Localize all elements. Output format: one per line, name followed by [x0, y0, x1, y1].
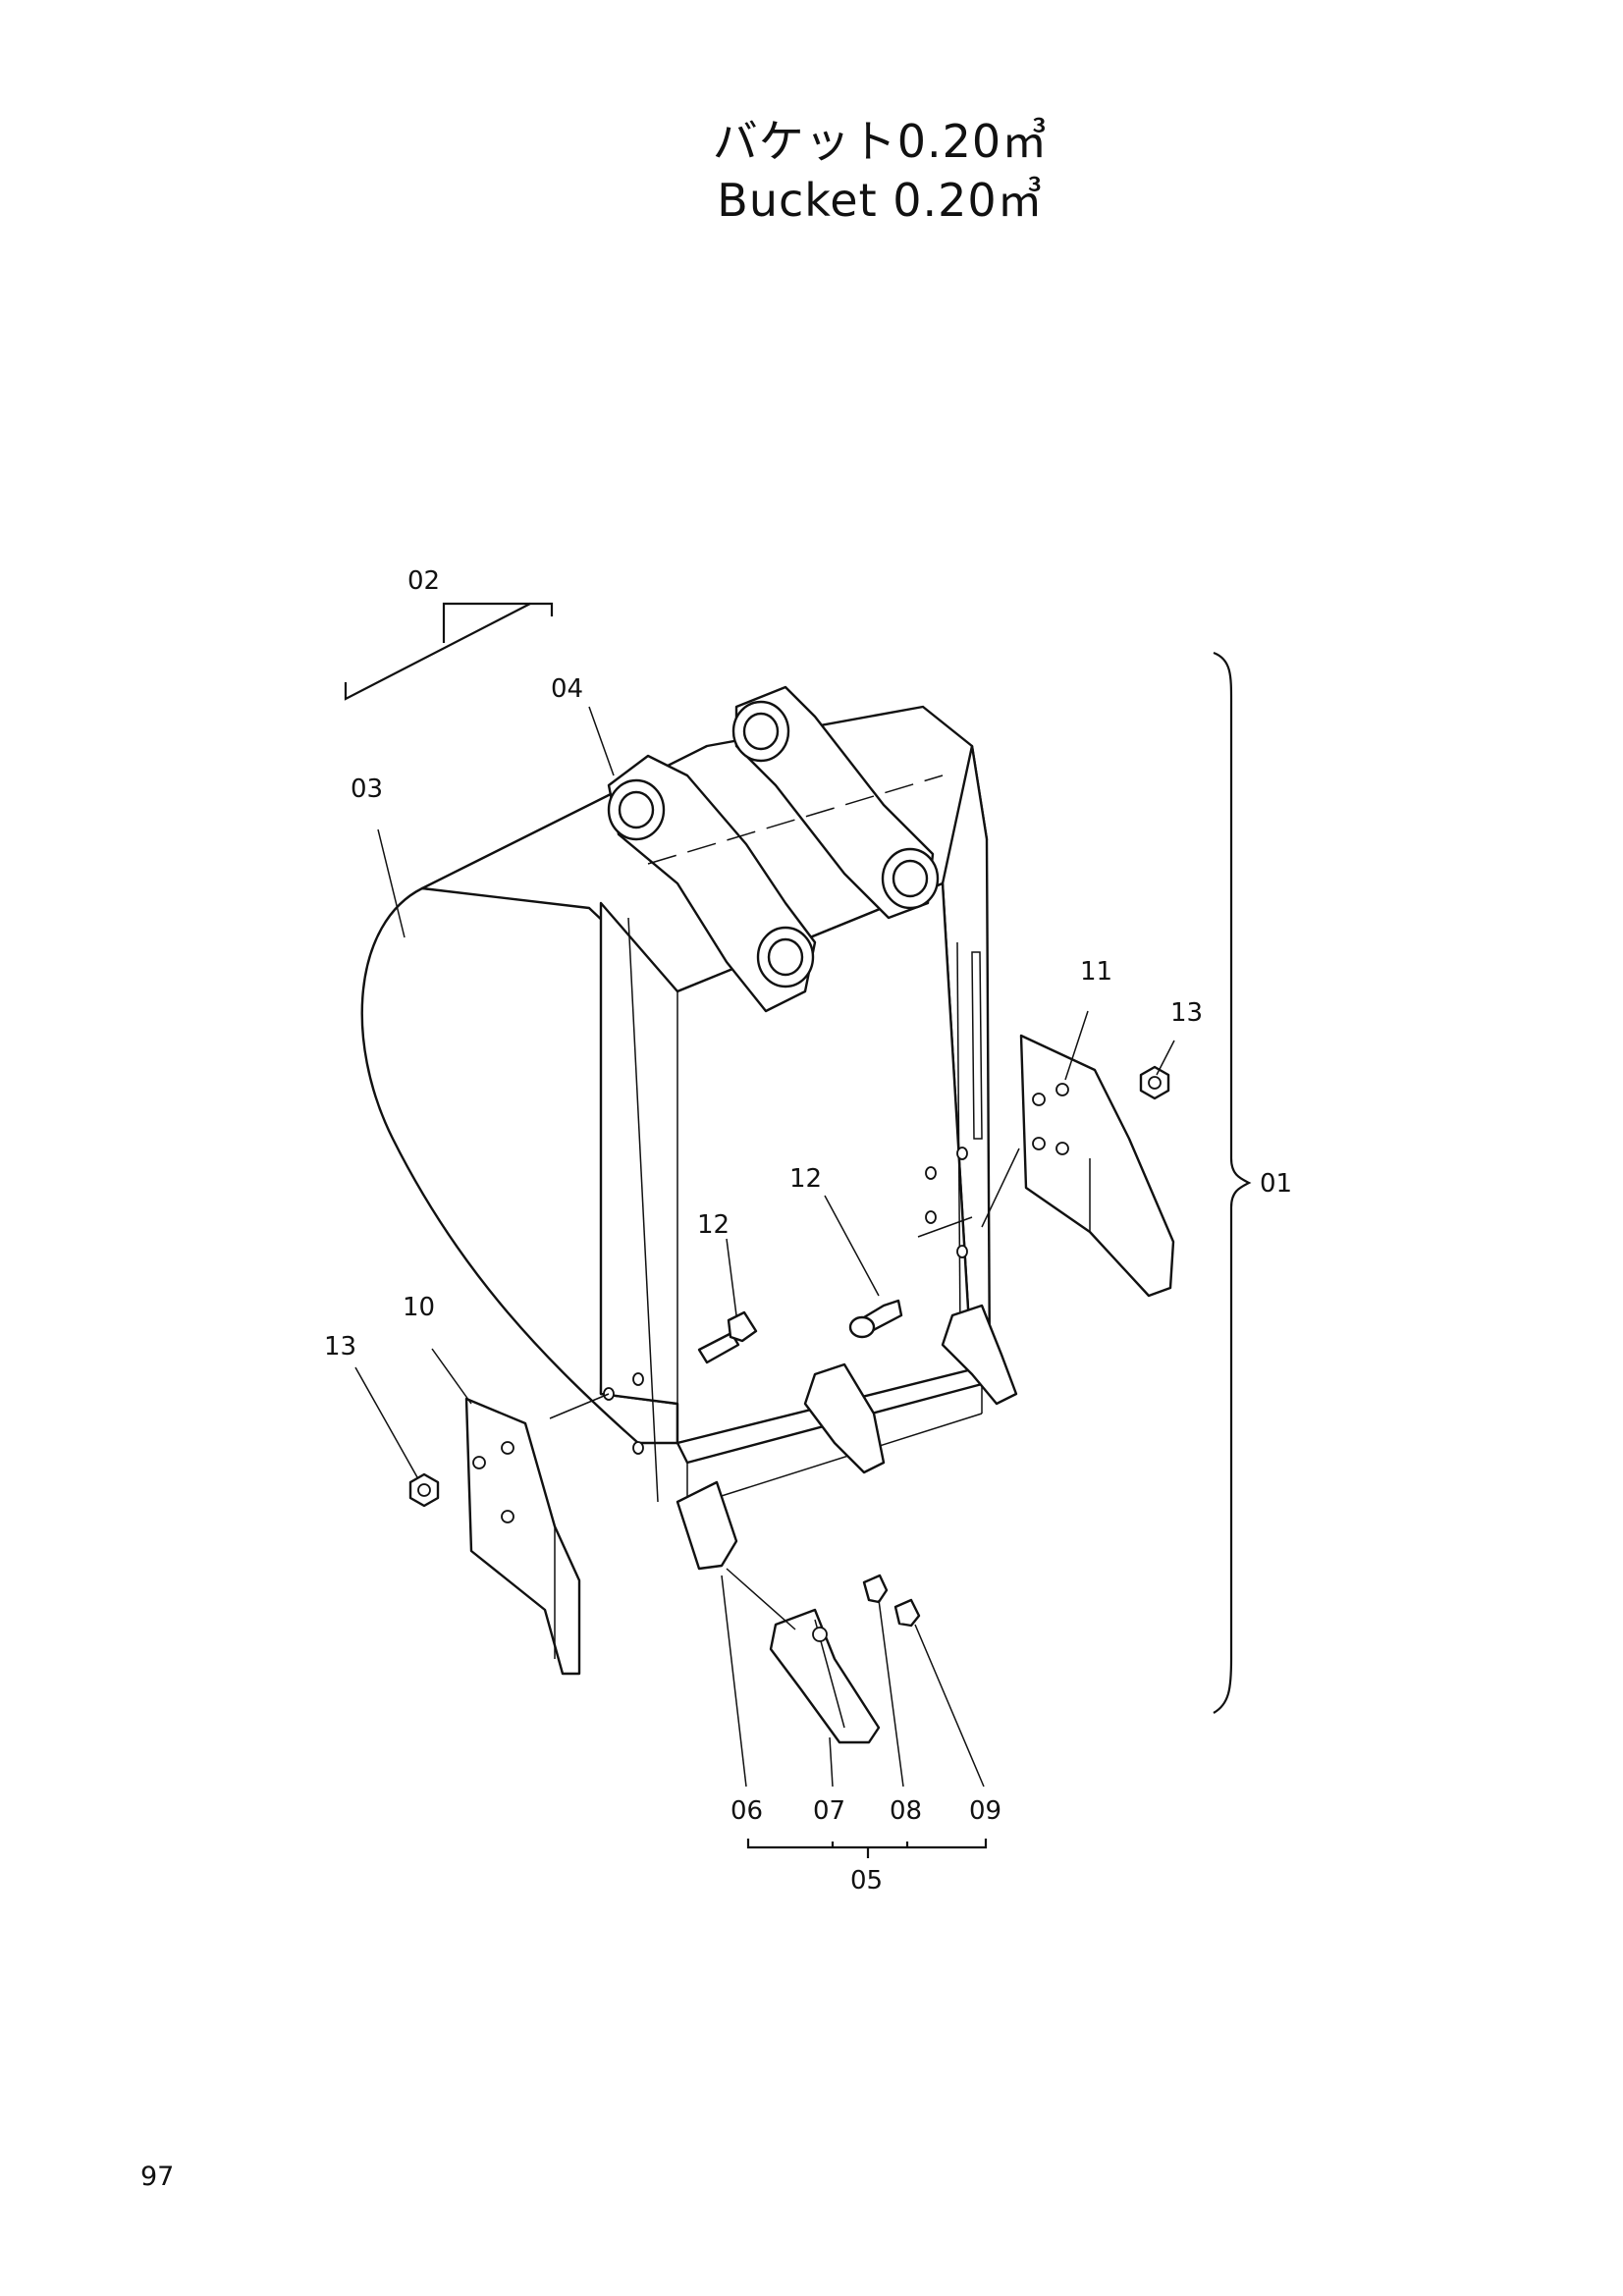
- label-part-13-left: 13: [324, 1332, 356, 1362]
- label-part-02: 02: [407, 566, 440, 596]
- tooth-lock: [893, 1598, 921, 1628]
- bracket-assembly: [607, 685, 944, 1013]
- bolt-left: [697, 1310, 758, 1364]
- label-part-01: 01: [1260, 1169, 1292, 1199]
- label-part-10: 10: [403, 1293, 435, 1322]
- label-part-09: 09: [969, 1796, 1001, 1826]
- nut-left: [408, 1472, 440, 1508]
- side-cutter-right: [1019, 1034, 1175, 1298]
- tooth-pin: [862, 1574, 889, 1604]
- label-part-06: 06: [730, 1796, 763, 1826]
- diagram-title-japanese: バケット0.20㎥: [712, 115, 1049, 168]
- label-part-03: 03: [351, 774, 383, 804]
- label-part-12-left: 12: [697, 1210, 730, 1240]
- leader-lines: [344, 602, 1252, 1858]
- label-part-11: 11: [1080, 957, 1112, 987]
- bucket-teeth: [676, 1304, 1018, 1571]
- label-part-07: 07: [813, 1796, 845, 1826]
- page-number: 97: [140, 2162, 175, 2192]
- label-part-08: 08: [890, 1796, 922, 1826]
- label-part-12-right: 12: [789, 1164, 822, 1194]
- bolt-right: [848, 1299, 903, 1339]
- label-part-13-right: 13: [1170, 998, 1203, 1028]
- nut-right: [1139, 1065, 1170, 1100]
- label-part-05: 05: [850, 1866, 883, 1896]
- side-cutter-left: [464, 1397, 581, 1676]
- label-part-04: 04: [551, 674, 583, 704]
- diagram-title-english: Bucket 0.20㎥: [717, 174, 1044, 227]
- tooth-point: [769, 1608, 881, 1744]
